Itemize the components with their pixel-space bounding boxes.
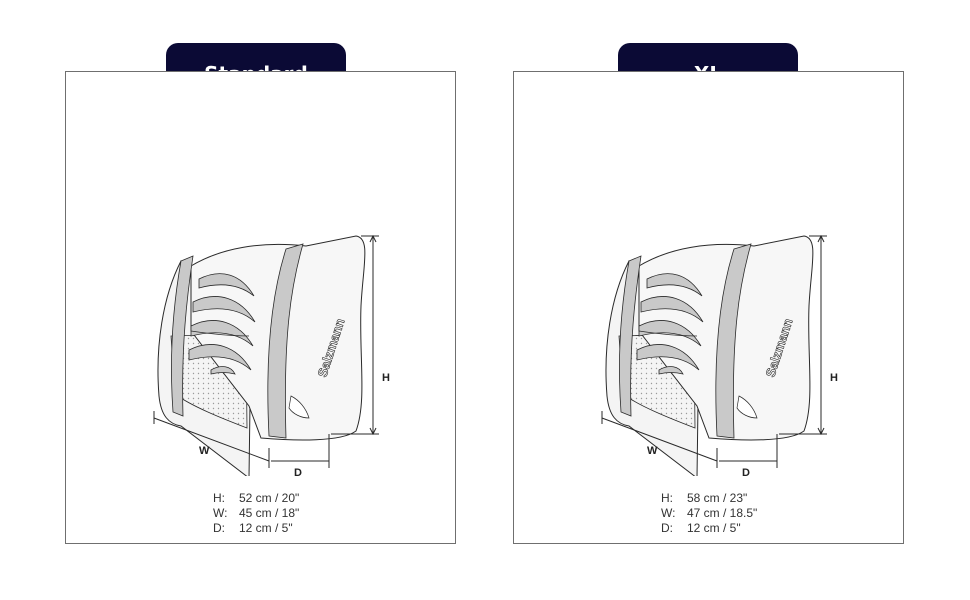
spec-depth: D: 12 cm / 5" — [661, 521, 757, 536]
spec-value: 58 cm / 23" — [687, 491, 748, 505]
dimension-d — [719, 434, 778, 468]
backpack-cover-illustration: Salzmann H W D — [153, 234, 390, 476]
reflective-band-right — [267, 243, 304, 439]
brand-mountain-icon — [736, 395, 758, 419]
size-specs-xl: H: 58 cm / 23" W: 47 cm / 18.5" D: 12 cm / … — [661, 491, 757, 536]
spec-height: H: 58 cm / 23" — [661, 491, 757, 506]
spec-width: W: 45 cm / 18" — [213, 506, 299, 521]
spec-depth: D: 12 cm / 5" — [213, 521, 299, 536]
spec-key: H: — [213, 491, 225, 505]
spec-width: W: 47 cm / 18.5" — [661, 506, 757, 521]
dimension-h-label: H — [830, 372, 838, 384]
size-panel-xl: Salzmann H W D H: 58 cm / 23" W: 47 cm / 1… — [513, 71, 904, 544]
chevron-graphics — [636, 273, 704, 375]
spec-key: D: — [213, 521, 225, 535]
backpack-cover-illustration: Salzmann H W D — [601, 234, 838, 476]
spec-value: 47 cm / 18.5" — [687, 506, 758, 520]
dimension-w — [601, 411, 718, 468]
dimension-h — [331, 234, 379, 436]
spec-key: H: — [661, 491, 673, 505]
dimension-h — [779, 234, 827, 436]
reflective-band-right — [715, 243, 752, 439]
brand-mountain-icon — [288, 395, 310, 419]
spec-height: H: 52 cm / 20" — [213, 491, 299, 506]
size-specs-standard: H: 52 cm / 20" W: 45 cm / 18" D: 12 cm / 5" — [213, 491, 299, 536]
reflective-band-left — [619, 255, 642, 417]
spec-value: 12 cm / 5" — [687, 521, 741, 535]
dimension-h-label: H — [382, 372, 390, 384]
dimension-w-label: W — [199, 445, 210, 457]
reflective-band-left — [171, 255, 194, 417]
spec-value: 12 cm / 5" — [239, 521, 293, 535]
spec-key: W: — [213, 506, 228, 520]
dimension-d — [271, 434, 330, 468]
dimension-d-label: D — [742, 467, 750, 476]
spec-key: W: — [661, 506, 676, 520]
spec-value: 52 cm / 20" — [239, 491, 300, 505]
chevron-graphics — [188, 273, 256, 375]
dimension-w — [153, 411, 270, 468]
size-panel-standard: Salzmann H W D H:52 cm / 20" W:45 cm / — [65, 71, 456, 544]
dimension-w-label: W — [647, 445, 658, 457]
spec-key: D: — [661, 521, 673, 535]
spec-value: 45 cm / 18" — [239, 506, 300, 520]
dimension-d-label: D — [294, 467, 302, 476]
